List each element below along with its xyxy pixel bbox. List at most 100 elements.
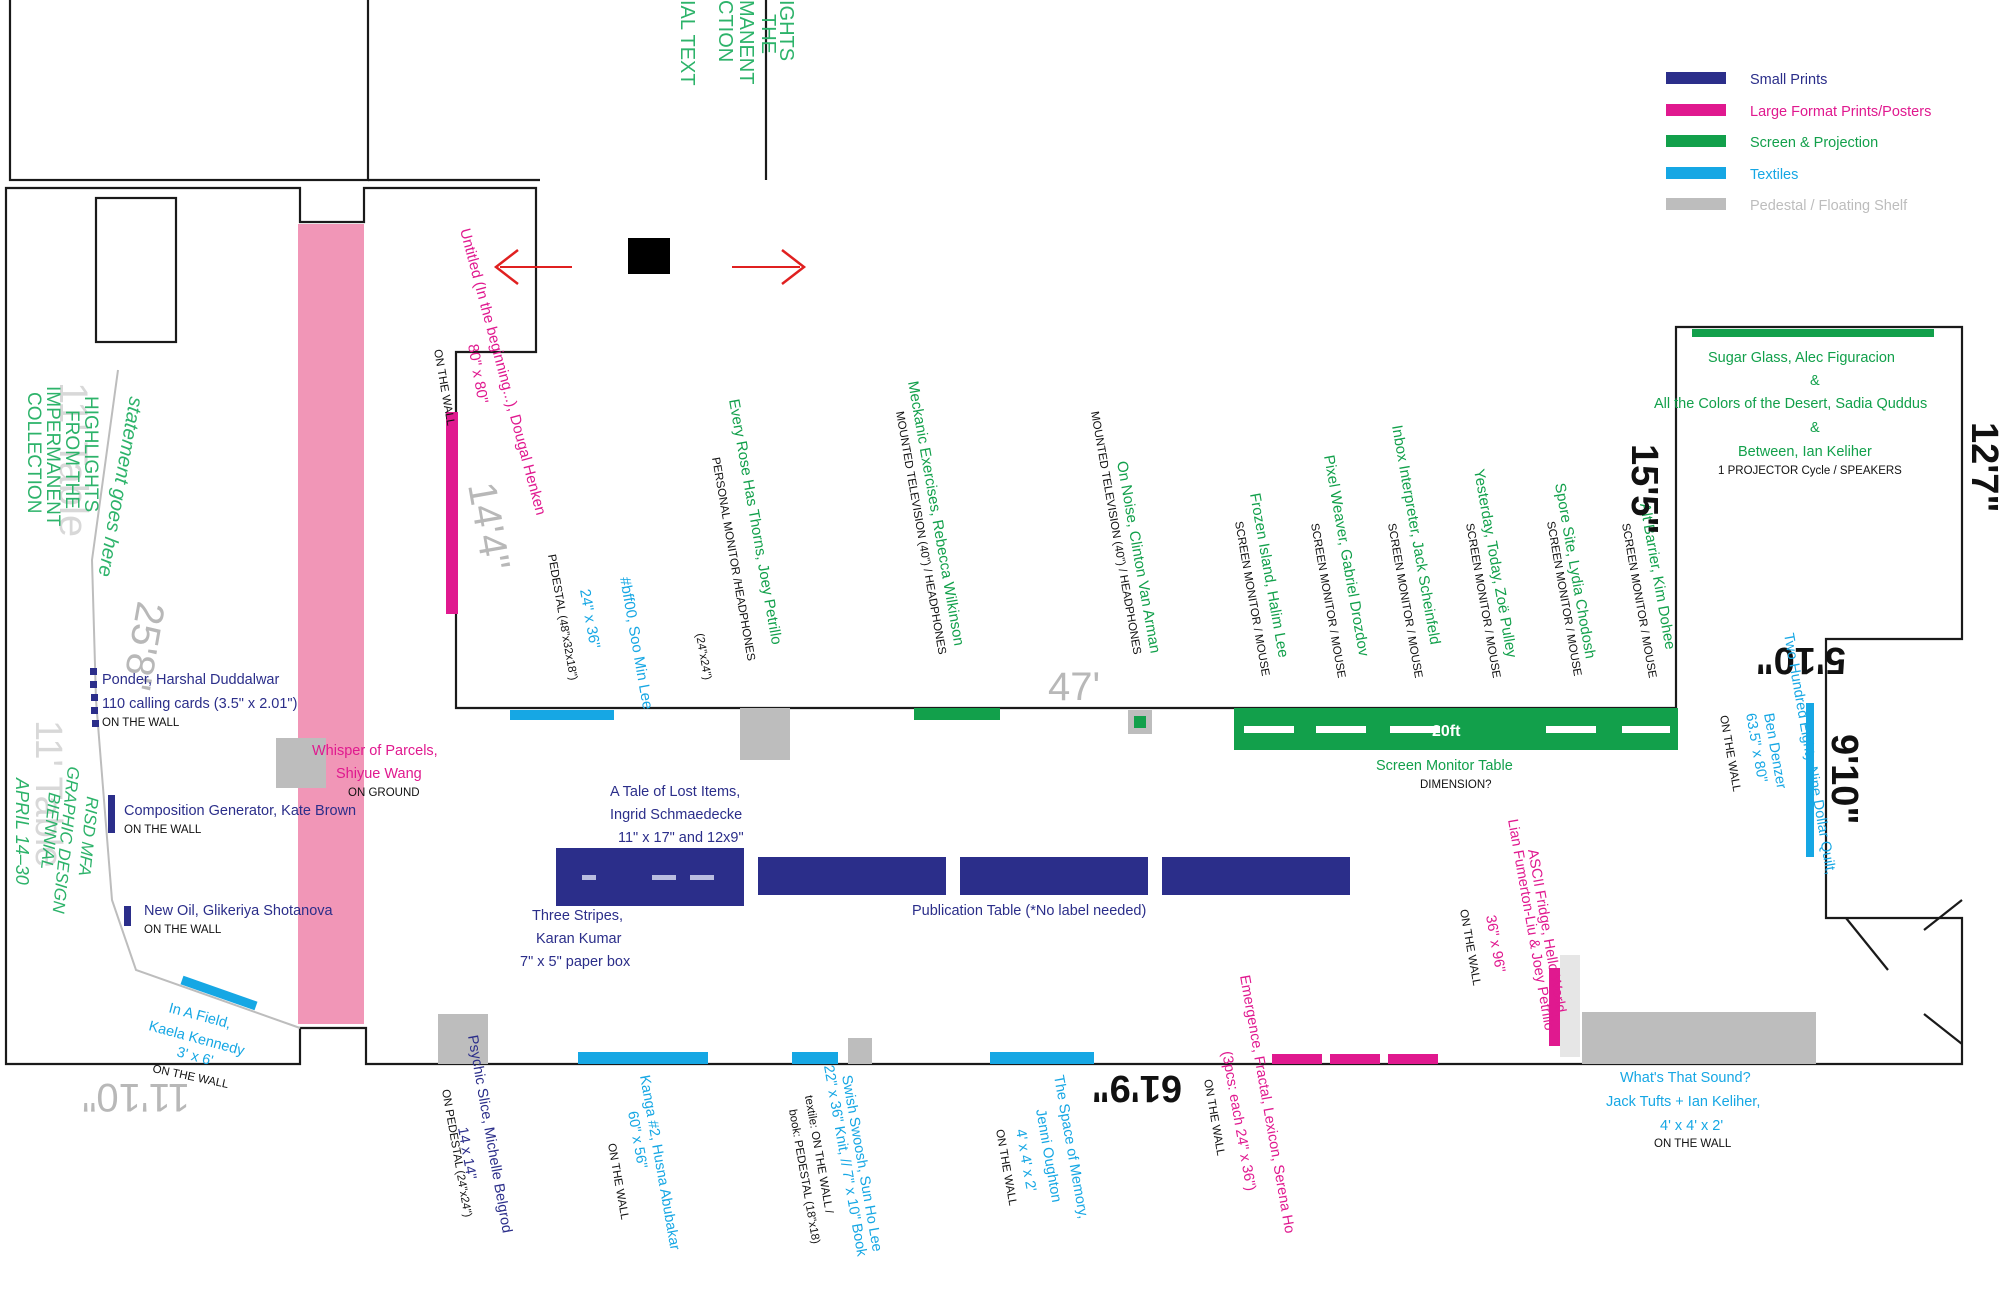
composition-title: Composition Generator, Kate Brown [124, 803, 356, 819]
emergence-size: (3pcs: each 24" x 36") [1218, 1050, 1258, 1192]
lost-items-artist: Ingrid Schmaedecke [610, 807, 742, 823]
sound-title: What's That Sound? [1620, 1070, 1751, 1086]
new-oil-title: New Oil, Glikeriya Shotanova [144, 903, 334, 919]
three-stripes-title: Three Stripes, [532, 908, 623, 924]
composition-note: ON THE WALL [124, 824, 202, 836]
legend-label-small-prints: Small Prints [1750, 72, 1827, 88]
heading-fragment-4: THE [757, 14, 779, 54]
legend-swatch-textiles [1666, 167, 1726, 179]
sound-artist: Jack Tufts + Ian Keliher, [1606, 1094, 1760, 1110]
dim-12-7: 12'7" [1963, 422, 2000, 512]
bottom-row-labels: Psychic Slice, Michelle Belgrod 14 x 14"… [439, 974, 1297, 1258]
ponder-title: Ponder, Harshal Duddalwar [102, 672, 279, 688]
ponder-size: 110 calling cards (3.5" x 2.01") [102, 696, 297, 712]
publication-table-3 [960, 857, 1148, 895]
rose-title: Every Rose Has Thorns, Joey Petrillo [725, 398, 785, 646]
screen-monitor-table: 20ft [1234, 708, 1678, 750]
ascii-fridge-poster [1549, 968, 1560, 1046]
south-wall-objects: 61'9" [438, 1014, 1438, 1109]
right-arrow-head [781, 249, 807, 285]
ascii-note: ON THE WALL [1457, 908, 1482, 987]
screen-table-label: Screen Monitor Table [1376, 758, 1513, 774]
lost-items-size: 11" x 17" and 12x9" [618, 830, 744, 846]
projection-amp-1: & [1810, 373, 1820, 389]
central-tables: A Tale of Lost Items, Ingrid Schmaedecke… [520, 784, 1350, 970]
upper-room-wall [8, 0, 370, 182]
dim-61-9: 61'9" [1092, 1067, 1182, 1109]
north-wall-objects: 47' 20ft Screen Monitor Table DIMENSION? [510, 665, 1678, 791]
top-heading-fragments: IAL TEXT CTION MANENT THE IGHTS [676, 0, 797, 86]
legend-label-pedestal: Pedestal / Floating Shelf [1750, 198, 1908, 214]
intro-title-line-4: COLLECTION [23, 392, 44, 513]
projection-room: Sugar Glass, Alec Figuracion & All the C… [1654, 329, 2000, 681]
projection-note: 1 PROJECTOR Cycle / SPEAKERS [1718, 465, 1902, 477]
composition-generator-print [108, 795, 115, 833]
doorway-box [94, 196, 178, 344]
untitled-note: ON THE WALL [431, 348, 456, 427]
emergence-print-3 [1388, 1054, 1438, 1064]
curved-wall-line [90, 369, 301, 1029]
whisper-artist: Shiyue Wang [336, 766, 422, 782]
whisper-note: ON GROUND [348, 787, 420, 799]
ponder-cards [90, 668, 99, 727]
psychic-slice-pedestal [438, 1014, 488, 1064]
in-a-field-textile [180, 975, 258, 1011]
faded-table-text-1: 11' Table [51, 382, 95, 537]
on-noise-screen [1134, 716, 1146, 728]
gallery-outline [4, 186, 1964, 1066]
quilt-textile [1806, 703, 1814, 857]
quilt-note: ON THE WALL [1717, 714, 1742, 793]
faded-table-text-2: 11' Table [27, 720, 69, 867]
whisper-floor-piece [276, 738, 326, 788]
projection-line-1: Sugar Glass, Alec Figuracion [1708, 350, 1895, 366]
swish-swoosh-textile [792, 1052, 838, 1064]
bff00-note: PEDESTAL (48"x32x18") [545, 553, 579, 681]
sound-note: ON THE WALL [1654, 1138, 1732, 1150]
dim-14-4: 14'4" [459, 479, 518, 574]
ascii-fridge-pedestal [1560, 955, 1580, 1057]
emergence-title: Emergence, Fractal, Lexicon, Serena Ho [1236, 974, 1297, 1235]
bff00-textile [510, 710, 614, 720]
publication-table-label: Publication Table (*No label needed) [912, 903, 1146, 919]
kanga-note: ON THE WALL [605, 1142, 630, 1221]
bff00-size: 24" x 36" [576, 588, 603, 650]
emergence-print-1 [1272, 1054, 1322, 1064]
entry-column [628, 238, 670, 274]
projection-screen [1692, 329, 1934, 337]
dim-11-10: 11'10" [82, 1075, 190, 1119]
kanga-textile [578, 1052, 708, 1064]
entry-arrows [493, 249, 807, 285]
publication-table-2 [758, 857, 946, 895]
whisper-of-parcels: Whisper of Parcels, Shiyue Wang ON GROUN… [276, 738, 438, 799]
legend-swatch-pedestal [1666, 198, 1726, 210]
rose-size: (24"x24") [693, 632, 713, 681]
new-oil-print [124, 906, 131, 926]
door-swing-3 [1923, 1013, 1963, 1045]
whats-that-sound-pedestal [1582, 1012, 1816, 1064]
dim-5-10: 5'10" [1756, 639, 1846, 681]
ponder-note: ON THE WALL [102, 717, 180, 729]
untitled-poster [446, 412, 458, 614]
legend-swatch-screen [1666, 135, 1726, 147]
dim-47: 47' [1048, 665, 1100, 709]
projection-amp-2: & [1810, 420, 1820, 436]
emergence-print-2 [1330, 1054, 1380, 1064]
walls [4, 0, 1964, 1066]
intro-title-line-1: HIGHLIGHTS [80, 396, 101, 512]
dim-9-10: 9'10" [1823, 734, 1865, 824]
door-swing-1 [1845, 917, 1889, 971]
legend-label-screen: Screen & Projection [1750, 135, 1878, 151]
legend: Small Prints Large Format Prints/Posters… [1666, 72, 1931, 214]
swish-swoosh-pedestal [848, 1038, 872, 1064]
emergence-note: ON THE WALL [1201, 1078, 1226, 1157]
door-swing-2 [1923, 899, 1963, 931]
heading-fragment-3: MANENT [735, 0, 757, 84]
legend-swatch-large-format [1666, 104, 1726, 116]
intro-wall-pink [298, 224, 364, 1024]
lost-items-title: A Tale of Lost Items, [610, 784, 740, 800]
left-arrow-head [493, 249, 519, 285]
space-memory-size: 4' x 4' x 2' [1012, 1128, 1039, 1193]
publication-table-4 [1162, 857, 1350, 895]
screen-table-length: 20ft [1432, 723, 1461, 740]
